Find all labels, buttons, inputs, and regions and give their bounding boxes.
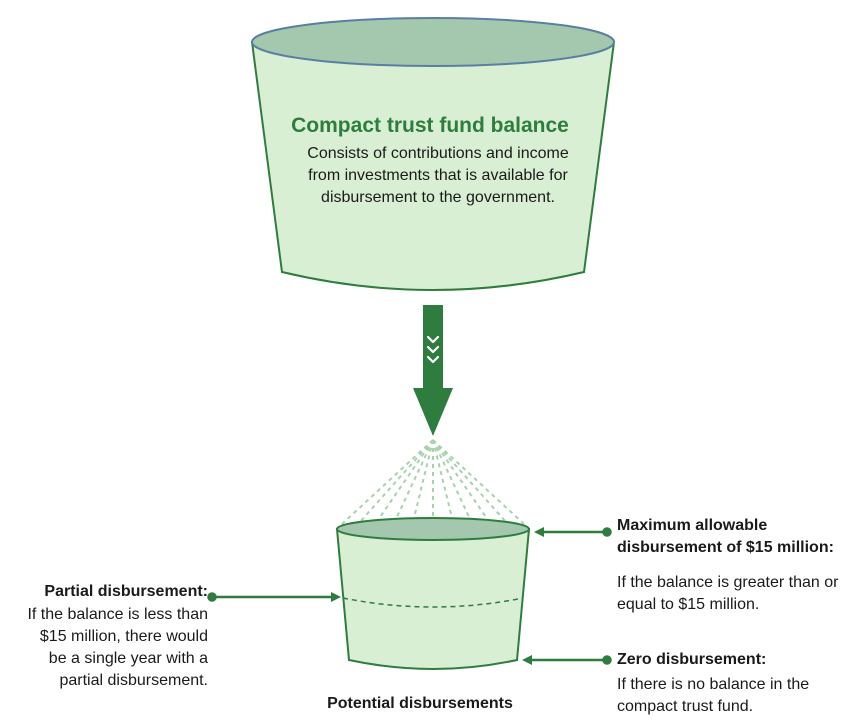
title-line: Maximum allowable <box>617 517 768 534</box>
potential-disbursements-label: Potential disbursements <box>327 695 513 712</box>
description-line: equal to $15 million. <box>617 596 760 613</box>
trust-fund-top <box>251 17 615 67</box>
description-line: disbursement to the government. <box>321 189 555 206</box>
description-line: If the balance is less than <box>27 606 208 623</box>
maximum-disbursement-title: Maximum allowable disbursement of $15 mi… <box>617 515 842 559</box>
description-line: If there is no balance in the <box>617 676 810 693</box>
title-line: disbursement of $15 million: <box>617 539 834 556</box>
zero-disbursement-title: Zero disbursement: <box>617 651 767 668</box>
trust-fund-body <box>250 41 616 291</box>
description-line: from investments that is available for <box>308 167 568 184</box>
description-line: $15 million, there would <box>39 628 208 645</box>
description-line: compact trust fund. <box>617 698 754 715</box>
trust-fund-description: Consists of contributions and income fro… <box>293 143 583 209</box>
trust-fund-container <box>250 17 616 291</box>
partial-connector <box>207 592 341 602</box>
bucket-top <box>336 517 530 541</box>
zero-connector <box>522 655 612 665</box>
description-line: partial disbursement. <box>59 672 208 689</box>
partial-disbursement-description: If the balance is less than $15 million,… <box>10 604 208 692</box>
description-line: If the balance is greater than or <box>617 574 839 591</box>
maximum-disbursement-description: If the balance is greater than or equal … <box>617 572 842 616</box>
down-arrow-icon <box>413 305 453 436</box>
maximum-connector <box>534 527 612 537</box>
description-line: Consists of contributions and income <box>307 145 569 162</box>
disbursement-bucket <box>335 517 531 670</box>
chevron-down-icon <box>426 335 440 364</box>
partial-disbursement-title: Partial disbursement: <box>44 583 208 600</box>
trust-fund-title: Compact trust fund balance <box>291 114 569 137</box>
partial-level-line <box>342 597 524 608</box>
spray-lines <box>341 439 525 525</box>
description-line: be a single year with a <box>48 650 208 667</box>
zero-disbursement-description: If there is no balance in the compact tr… <box>617 674 842 718</box>
bucket-body <box>335 528 531 670</box>
